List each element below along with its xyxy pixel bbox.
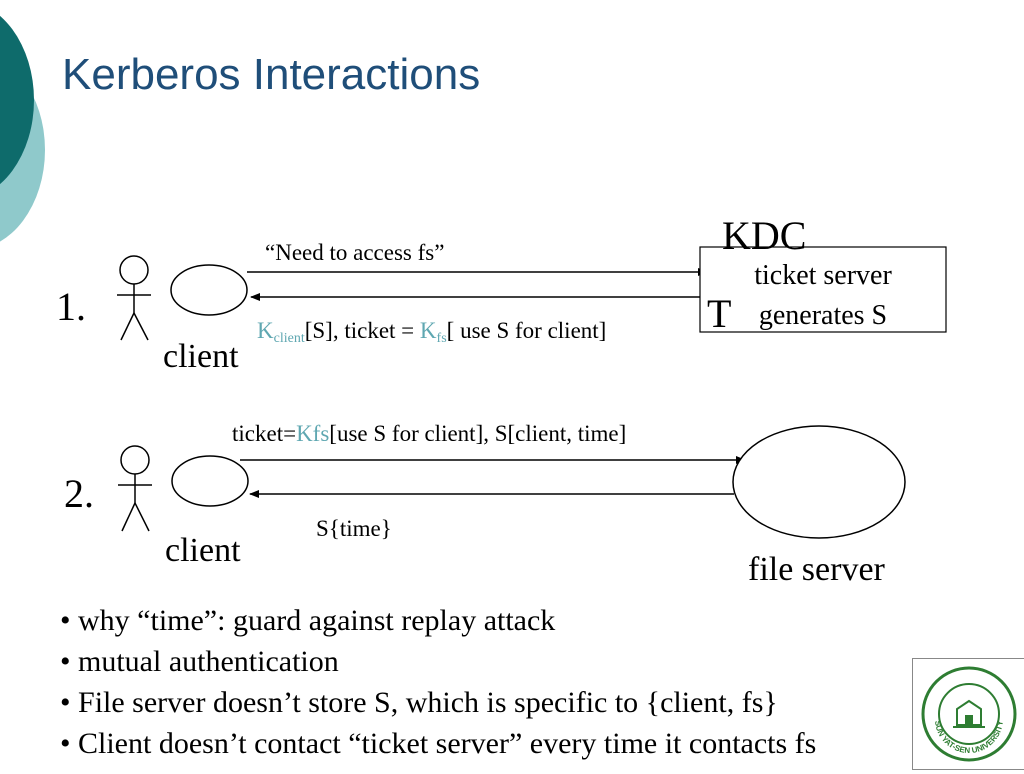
reply-message-2: S{time} xyxy=(316,516,392,541)
bullet-item: • why “time”: guard against replay attac… xyxy=(60,604,556,637)
kdc-box-line-1: ticket server xyxy=(754,260,892,291)
page-title: Kerberos Interactions xyxy=(62,50,481,99)
client-label-1: client xyxy=(163,338,239,375)
client-actor-1 xyxy=(117,255,151,341)
k-fs-key-2: Kfs xyxy=(296,421,330,446)
kdc-box-text: ticket server generates S xyxy=(700,256,946,336)
reply-message-1: Kclient[S], ticket = Kfs[ use S for clie… xyxy=(257,318,607,346)
kerberos-diagram xyxy=(117,246,947,539)
file-server-label: file server xyxy=(748,551,885,588)
client-node-2 xyxy=(171,455,249,507)
kdc-label: KDC xyxy=(722,213,807,258)
step-number-2: 2. xyxy=(64,471,94,516)
bullet-item: • mutual authentication xyxy=(60,645,339,678)
k-fs-key: Kfs xyxy=(419,318,447,346)
client-node-1 xyxy=(170,264,248,316)
bullet-list: • why “time”: guard against replay attac… xyxy=(60,600,816,764)
request-message-1: “Need to access fs” xyxy=(265,240,445,265)
bullet-item: • File server doesn’t store S, which is … xyxy=(60,686,778,719)
corner-decoration xyxy=(0,15,45,242)
bullet-item: • Client doesn’t contact “ticket server”… xyxy=(60,727,817,760)
kdc-box-line-2: generates S xyxy=(758,300,888,331)
request-message-2: ticket=Kfs[use S for client], S[client, … xyxy=(232,421,627,446)
client-label-2: client xyxy=(165,532,241,569)
kdc-box xyxy=(699,246,947,333)
client-actor-2 xyxy=(118,445,152,532)
file-server-node xyxy=(732,425,906,539)
k-client-key: Kclient xyxy=(257,318,305,346)
kdc-T-label: T xyxy=(707,291,732,336)
university-logo: SUN YAT-SEN UNIVERSITY xyxy=(912,658,1024,770)
step-number-1: 1. xyxy=(56,284,86,329)
